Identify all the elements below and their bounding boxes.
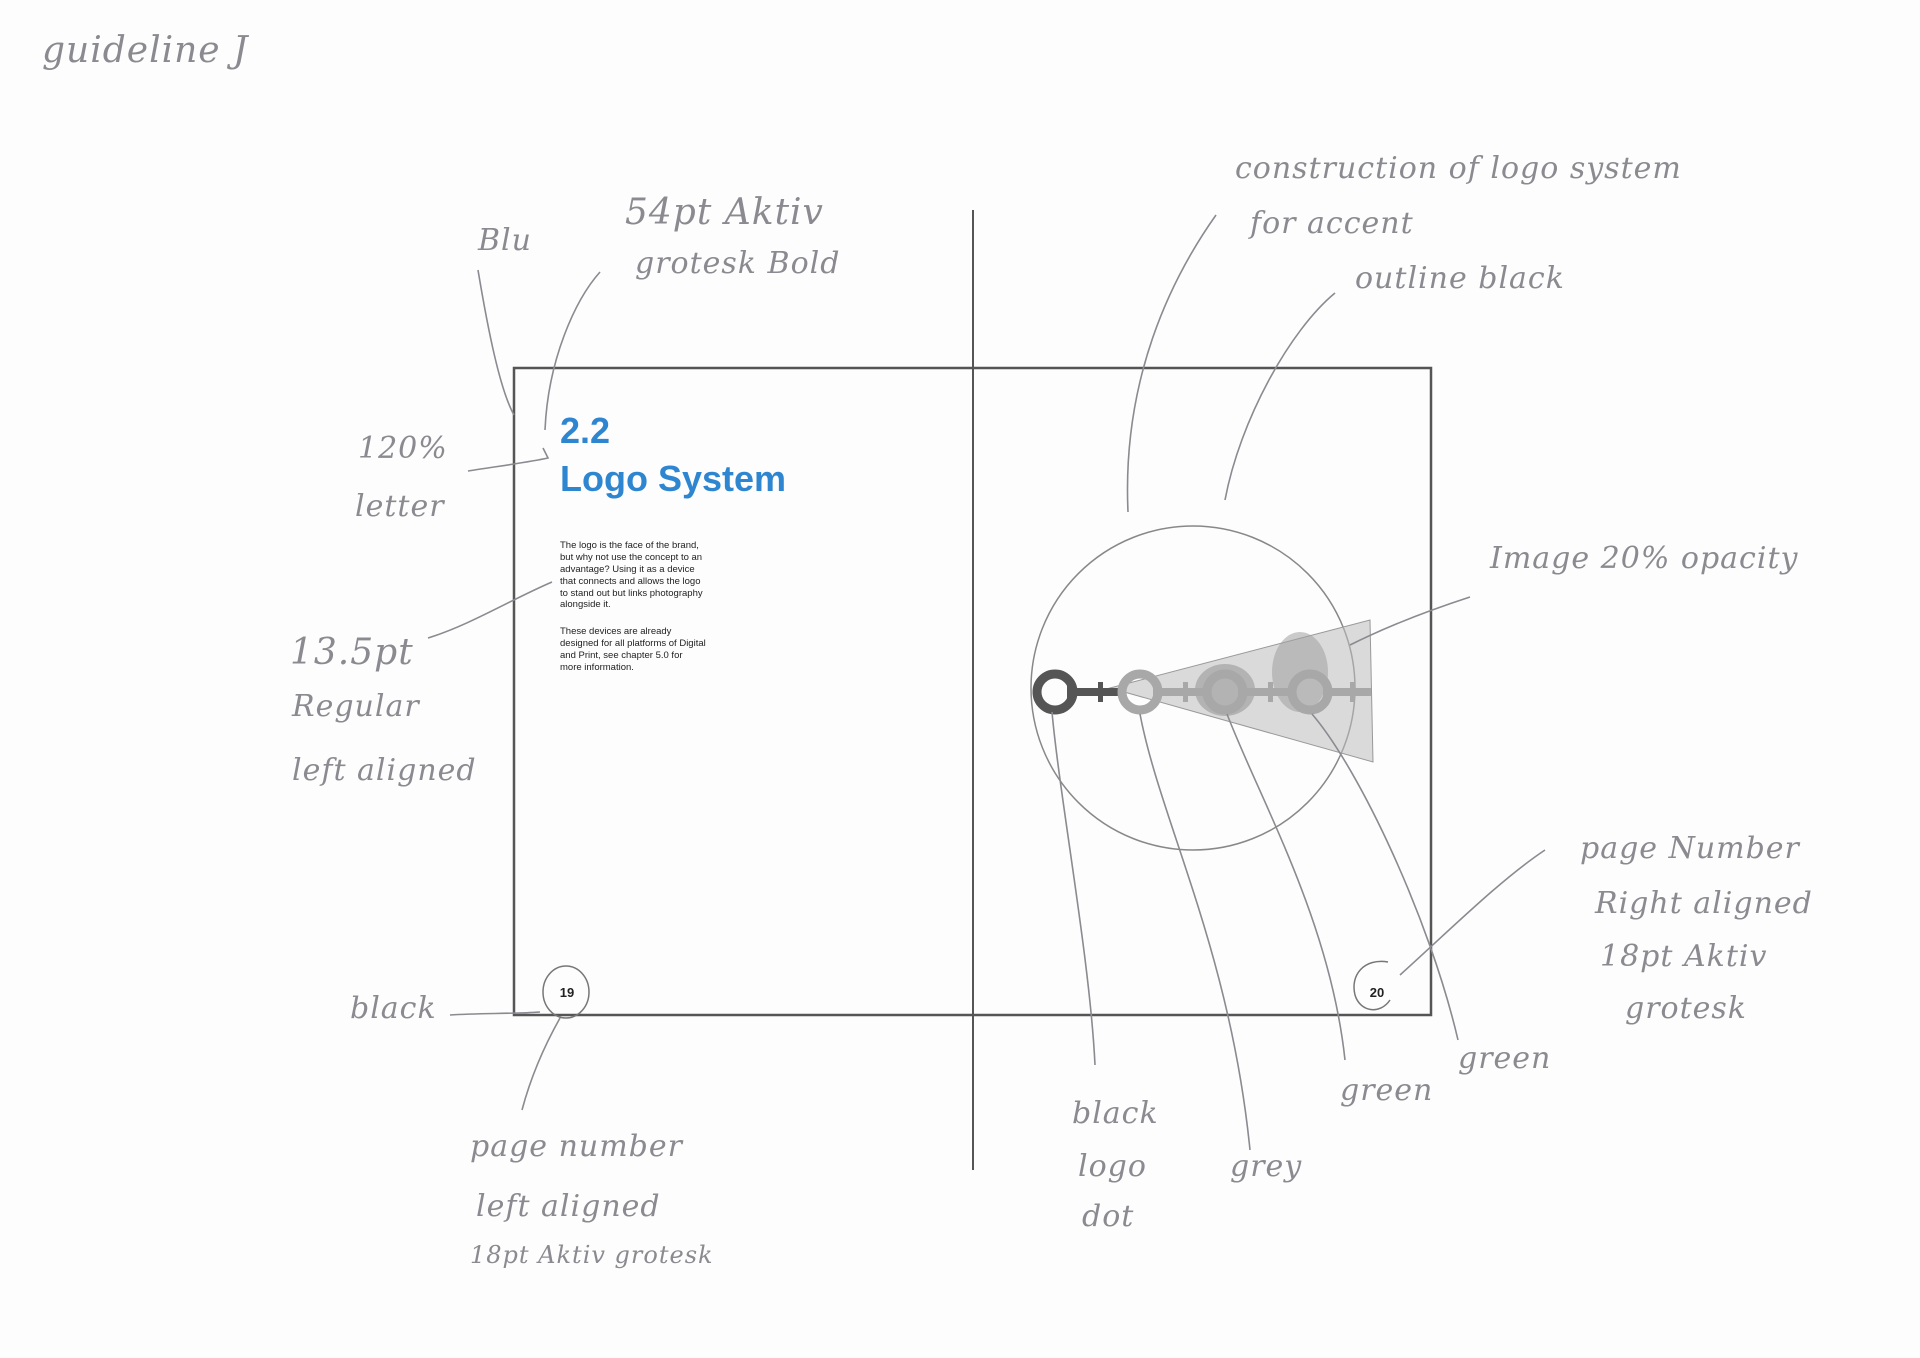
annotation-black-logo-2: logo [1078,1149,1147,1184]
page-num-right-mark [1353,960,1391,1011]
annotation-blue: Blu [478,223,532,258]
annotation-page-number-right-align: Right aligned [1595,886,1813,921]
annotation-construction: construction of logo system [1235,151,1682,186]
page-num-left-circle [542,965,590,1019]
body-paragraph-1: The logo is the face of the brand, but w… [560,540,703,611]
annotation-black-logo: black [1072,1096,1159,1131]
logo-dot-black [1032,669,1118,715]
annotation-guidelines: guideline J [42,30,249,71]
annotation-outline: outline black [1355,261,1565,296]
annotation-page-number-left-font: 18pt Aktiv grotesk [470,1241,714,1269]
annotation-page-number-left-align: left aligned [476,1189,661,1224]
annotation-black-logo-3: dot [1082,1199,1135,1234]
annotation-green-1: green [1340,1073,1434,1108]
annotation-page-number-right: page Number [1580,831,1800,866]
annotation-page-number-left: page number [470,1129,683,1164]
annotation-for-accent: for accent [1250,206,1414,241]
logo-dot-green-2 [1287,669,1371,715]
spread-frame [512,366,1433,1017]
logo-dot-grey [1117,669,1203,715]
annotation-black: black [350,991,437,1026]
annotation-letter-spacing: 120% [358,431,448,466]
body-paragraph-2: These devices are already designed for a… [560,626,706,673]
section-title: Logo System [560,458,787,499]
page-number-left: 19 [559,985,575,1000]
page-number-right: 20 [1369,985,1385,1000]
annotation-page-number-right-font-2: grotesk [1625,991,1747,1026]
annotation-grey: grey [1230,1149,1303,1184]
leader-lines [427,214,1546,1151]
annotation-heading-size: 54pt Aktiv [625,192,824,233]
logo-chain [1032,669,1371,715]
annotation-heading-font: grotesk Bold [635,246,841,281]
annotation-body-align: left aligned [292,753,477,788]
logo-dot-green-1 [1202,669,1288,715]
annotation-body-size: 13.5pt [290,632,414,673]
annotation-body-weight: Regular [292,689,420,724]
section-number: 2.2 [560,410,611,451]
annotation-image-opacity: Image 20% opacity [1490,541,1799,576]
annotation-green-2: green [1458,1041,1552,1076]
annotation-letter: letter [355,489,445,524]
annotation-page-number-right-font: 18pt Aktiv [1600,939,1768,974]
